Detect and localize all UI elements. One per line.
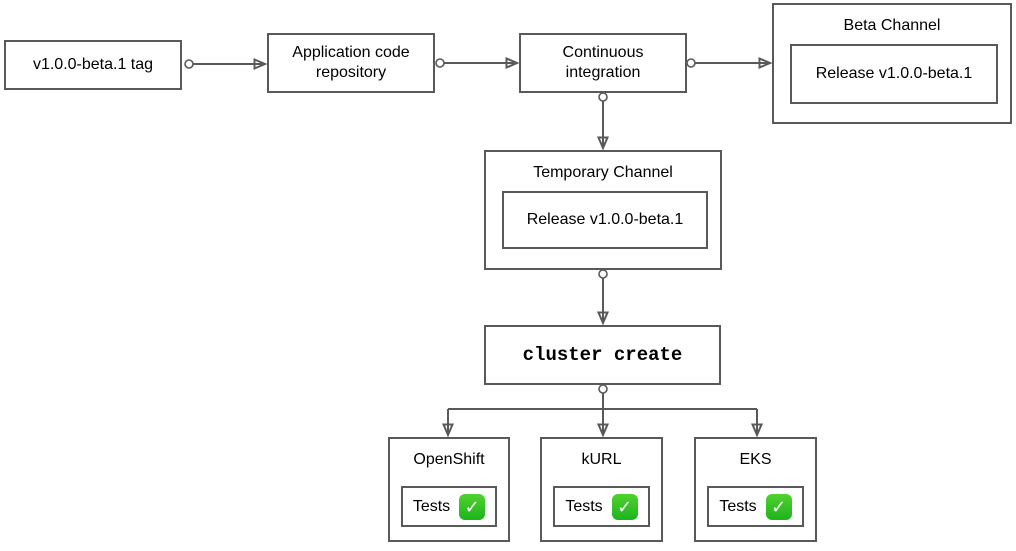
container-openshift: OpenShift Tests ✓: [388, 437, 510, 542]
node-application-code-repository-label: Application code repository: [292, 44, 410, 81]
kurl-tests-label: Tests: [565, 497, 603, 515]
beta-channel-release-label: Release v1.0.0-beta.1: [815, 65, 973, 82]
node-continuous-integration-label: Continuous integration: [562, 44, 644, 81]
check-icon: ✓: [611, 493, 638, 520]
temporary-channel-release-box: Release v1.0.0-beta.1: [502, 191, 708, 249]
node-cluster-create: cluster create: [484, 325, 721, 385]
temporary-channel-title: Temporary Channel: [533, 164, 673, 181]
eks-tests-label: Tests: [719, 497, 757, 515]
openshift-tests-label: Tests: [412, 497, 451, 515]
container-temporary-channel: Temporary Channel Release v1.0.0-beta.1: [484, 150, 722, 270]
check-icon: ✓: [765, 493, 792, 520]
eks-title: EKS: [739, 451, 772, 468]
kurl-title: kURL: [581, 451, 622, 468]
node-version-tag-label: v1.0.0-beta.1 tag: [32, 56, 154, 73]
beta-channel-release-box: Release v1.0.0-beta.1: [790, 44, 998, 104]
container-beta-channel: Beta Channel Release v1.0.0-beta.1: [772, 3, 1012, 124]
node-application-code-repository: Application code repository: [267, 33, 435, 93]
beta-channel-title: Beta Channel: [843, 17, 941, 34]
openshift-tests-box: Tests ✓: [401, 486, 497, 527]
node-version-tag: v1.0.0-beta.1 tag: [4, 40, 182, 90]
node-cluster-create-label: cluster create: [522, 344, 683, 366]
container-eks: EKS Tests ✓: [694, 437, 817, 542]
eks-tests-box: Tests ✓: [707, 486, 804, 527]
kurl-tests-box: Tests ✓: [553, 486, 650, 527]
temporary-channel-release-label: Release v1.0.0-beta.1: [526, 211, 684, 228]
node-continuous-integration: Continuous integration: [519, 33, 687, 93]
check-icon: ✓: [459, 493, 486, 520]
openshift-title: OpenShift: [413, 451, 485, 468]
container-kurl: kURL Tests ✓: [540, 437, 663, 542]
